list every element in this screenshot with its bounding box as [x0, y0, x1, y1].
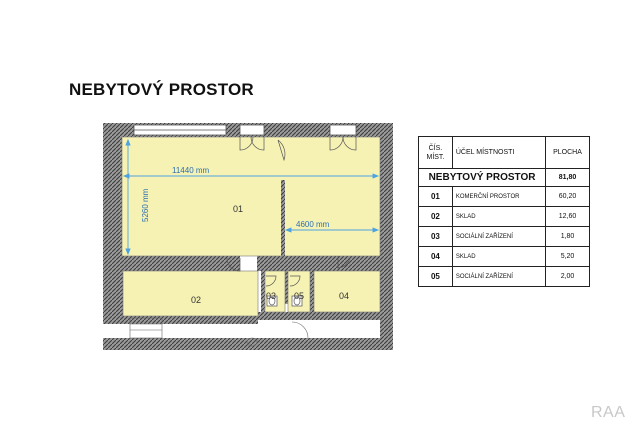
cell-purpose: SKLAD	[451, 246, 547, 267]
table-total-row: NEBYTOVÝ PROSTOR 81,80	[417, 168, 590, 187]
table-row: 01 KOMERČNÍ PROSTOR 60,20	[418, 186, 590, 207]
room-label-01: 01	[233, 204, 243, 214]
wall-partition-03	[261, 271, 265, 313]
floor-plan: 11440 mm 5260 mm 4600 mm 01 02 03 05 04	[103, 123, 393, 350]
room-04-floor	[313, 270, 381, 313]
cell-purpose: SOCIÁLNÍ ZAŘÍZENÍ	[451, 266, 547, 287]
floor-areas	[121, 136, 381, 317]
table-row: 02 SKLAD 12,60	[418, 206, 590, 227]
dimension-width-label: 11440 mm	[172, 166, 210, 175]
page-title: NEBYTOVÝ PROSTOR	[69, 80, 254, 99]
wall-partition-05	[310, 271, 314, 313]
cell-number: 03	[418, 226, 453, 247]
cell-area: 1,80	[545, 226, 590, 247]
room-label-05: 05	[294, 291, 304, 301]
doors	[226, 136, 357, 287]
wall-bottom	[103, 316, 258, 324]
header-purpose: ÚČEL MÍSTNOSTI	[451, 136, 547, 169]
table-row: 04 SKLAD 5,20	[418, 246, 590, 267]
interior-column	[281, 180, 285, 256]
cell-purpose: SOCIÁLNÍ ZAŘÍZENÍ	[451, 226, 547, 247]
cell-number: 02	[418, 206, 453, 227]
header-area: PLOCHA	[545, 136, 590, 169]
dimension-height-label: 5260 mm	[141, 188, 150, 222]
cell-number: 01	[418, 186, 453, 207]
cell-area: 2,00	[545, 266, 590, 287]
lower-details	[129, 317, 309, 347]
room-label-03: 03	[266, 291, 276, 301]
dimension-lines	[122, 138, 380, 256]
cell-area: 5,20	[545, 246, 590, 267]
room-01-floor	[121, 136, 381, 257]
cell-area: 12,60	[545, 206, 590, 227]
total-area: 81,80	[545, 168, 590, 187]
cell-number: 04	[418, 246, 453, 267]
room-02-floor	[122, 270, 259, 317]
wall-middle-left	[103, 256, 240, 271]
cell-area: 60,20	[545, 186, 590, 207]
header-number: ČÍS. MÍST.	[418, 136, 453, 169]
wall-left	[103, 123, 122, 271]
wall-partition-03-05	[285, 271, 288, 304]
cell-number: 05	[418, 266, 453, 287]
room-table: ČÍS. MÍST. ÚČEL MÍSTNOSTI PLOCHA NEBYTOV…	[417, 136, 590, 287]
room-label-04: 04	[339, 291, 349, 301]
dimension-labels: 11440 mm 5260 mm 4600 mm	[141, 166, 330, 229]
fixtures	[266, 295, 303, 307]
windows	[133, 124, 357, 136]
wall-middle-right	[257, 256, 380, 271]
cell-purpose: SKLAD	[451, 206, 547, 227]
watermark: RAA	[591, 404, 626, 421]
total-label: NEBYTOVÝ PROSTOR	[417, 168, 547, 187]
room-labels: 01 02 03 05 04	[191, 204, 349, 305]
room-label-02: 02	[191, 295, 201, 305]
table-row: 05 SOCIÁLNÍ ZAŘÍZENÍ 2,00	[418, 266, 590, 287]
dimension-partial-label: 4600 mm	[296, 220, 330, 229]
wall-lower-left	[103, 271, 123, 316]
wall-right	[380, 123, 393, 349]
table-header-row: ČÍS. MÍST. ÚČEL MÍSTNOSTI PLOCHA	[418, 136, 590, 169]
wall-bottom-right	[258, 312, 393, 320]
table-row: 03 SOCIÁLNÍ ZAŘÍZENÍ 1,80	[418, 226, 590, 247]
cell-purpose: KOMERČNÍ PROSTOR	[451, 186, 547, 207]
